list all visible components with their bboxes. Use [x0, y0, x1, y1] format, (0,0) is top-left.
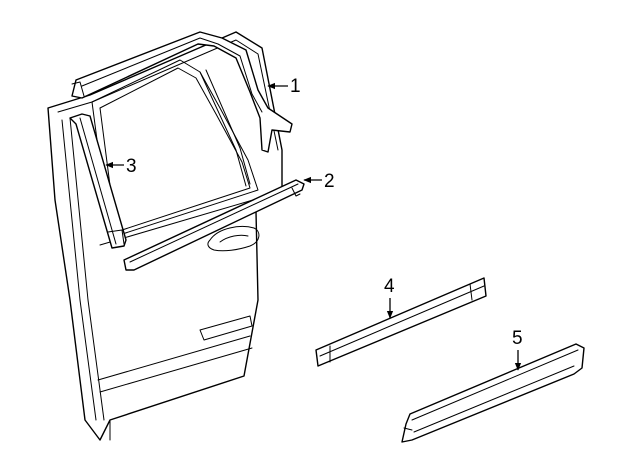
part-3-front-vertical-molding [69, 113, 127, 249]
callout-3: 3 [105, 156, 137, 177]
part-4-body-side-molding [315, 277, 487, 367]
part-1-upper-frame-molding [71, 31, 293, 153]
callout-4: 4 [384, 276, 395, 319]
rear-door-shell [47, 31, 283, 441]
callout-label-4: 4 [384, 276, 395, 297]
part-2-belt-molding [123, 179, 305, 271]
callout-label-2: 2 [324, 171, 335, 192]
part-5-lower-rocker-molding [401, 343, 585, 443]
callout-5: 5 [512, 328, 523, 371]
callout-1: 1 [267, 76, 301, 97]
callout-label-5: 5 [512, 328, 523, 349]
callout-label-3: 3 [126, 156, 137, 177]
callout-2: 2 [303, 171, 335, 192]
callout-label-1: 1 [290, 76, 301, 97]
